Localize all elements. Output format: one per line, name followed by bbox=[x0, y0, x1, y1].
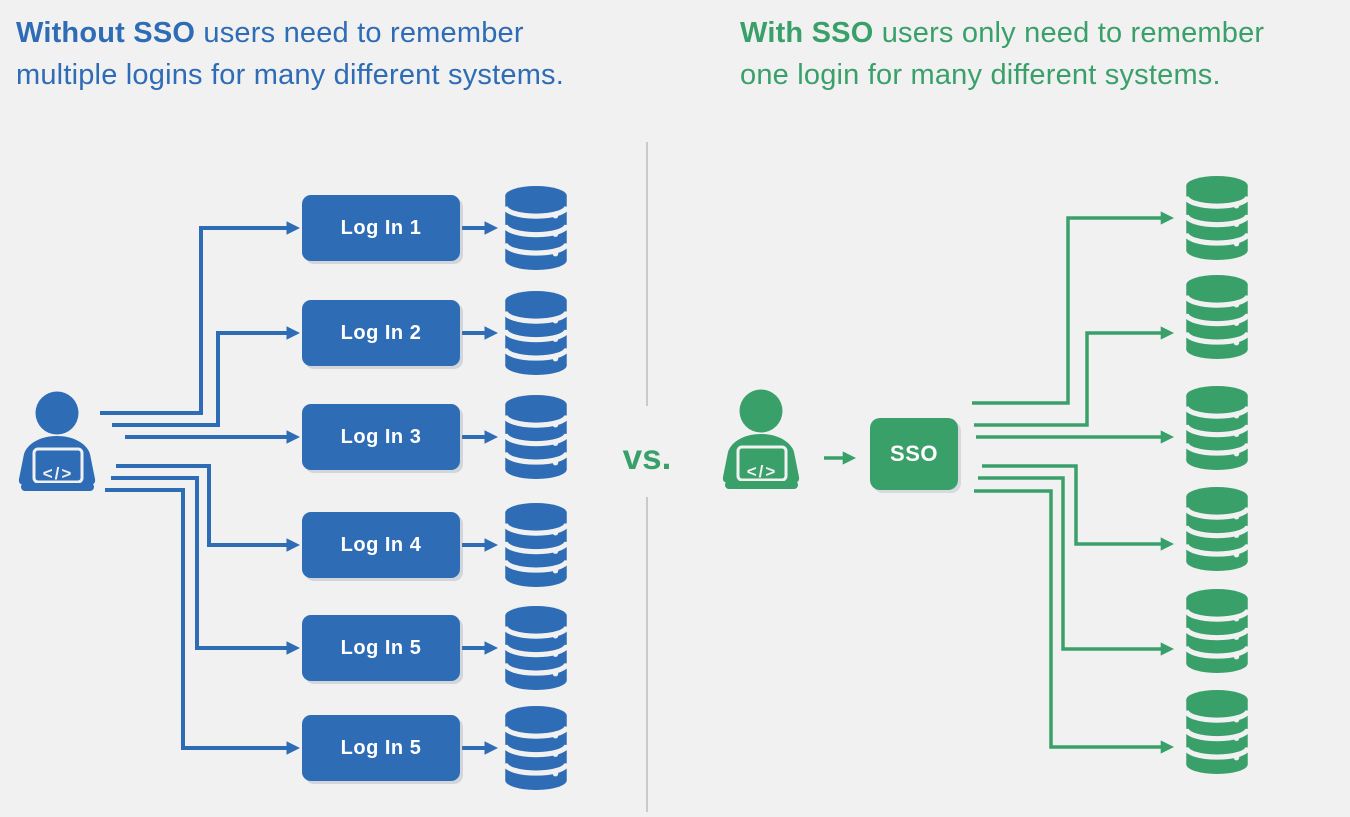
database-icon bbox=[505, 606, 566, 690]
login-box-4: Log In 4 bbox=[302, 512, 460, 578]
login-box-label: Log In 2 bbox=[340, 321, 422, 344]
login-box-label: Log In 1 bbox=[340, 216, 422, 239]
left-database-icons bbox=[505, 186, 566, 790]
login-box-1: Log In 1 bbox=[302, 195, 460, 261]
database-icon bbox=[1186, 386, 1247, 470]
database-icon bbox=[1186, 690, 1247, 774]
left-title-bold: Without SSO bbox=[16, 17, 196, 49]
login-box-3: Log In 3 bbox=[302, 404, 460, 470]
database-icon bbox=[505, 503, 566, 587]
left-developer-user-icon: </> bbox=[17, 390, 97, 493]
database-icon bbox=[1186, 487, 1247, 571]
database-icon bbox=[1186, 176, 1247, 260]
database-icon bbox=[505, 186, 566, 270]
database-icon bbox=[505, 706, 566, 790]
sso-box: SSO bbox=[870, 418, 958, 490]
database-icon bbox=[1186, 589, 1247, 673]
login-box-label: Log In 5 bbox=[340, 736, 422, 759]
right-title-bold: With SSO bbox=[740, 17, 874, 49]
database-icon bbox=[505, 395, 566, 479]
left-connector-lines bbox=[100, 221, 301, 755]
login-box-label: Log In 5 bbox=[340, 636, 422, 659]
database-icon bbox=[1186, 275, 1247, 359]
login-box-5: Log In 5 bbox=[302, 615, 460, 681]
right-title: With SSO users only need to remember one… bbox=[740, 12, 1285, 96]
login-box-label: Log In 4 bbox=[340, 533, 422, 556]
left-title-rest: users need to remember multiple logins f… bbox=[16, 17, 565, 91]
right-connector-lines bbox=[972, 211, 1174, 754]
right-title-rest: users only need to remember one login fo… bbox=[740, 17, 1265, 91]
left-title: Without SSO users need to remember multi… bbox=[16, 12, 576, 96]
left-box-to-database-arrows bbox=[462, 221, 499, 755]
vs-label: vs. bbox=[622, 438, 672, 477]
right-developer-user-icon: </> bbox=[721, 388, 801, 491]
sso-box-label: SSO bbox=[890, 441, 938, 466]
code-icon: </> bbox=[747, 462, 778, 481]
login-box-label: Log In 3 bbox=[340, 425, 422, 448]
right-database-icons bbox=[1186, 176, 1247, 774]
login-box-2: Log In 2 bbox=[302, 300, 460, 366]
code-icon: </> bbox=[43, 464, 74, 483]
login-box-6: Log In 5 bbox=[302, 715, 460, 781]
database-icon bbox=[505, 291, 566, 375]
